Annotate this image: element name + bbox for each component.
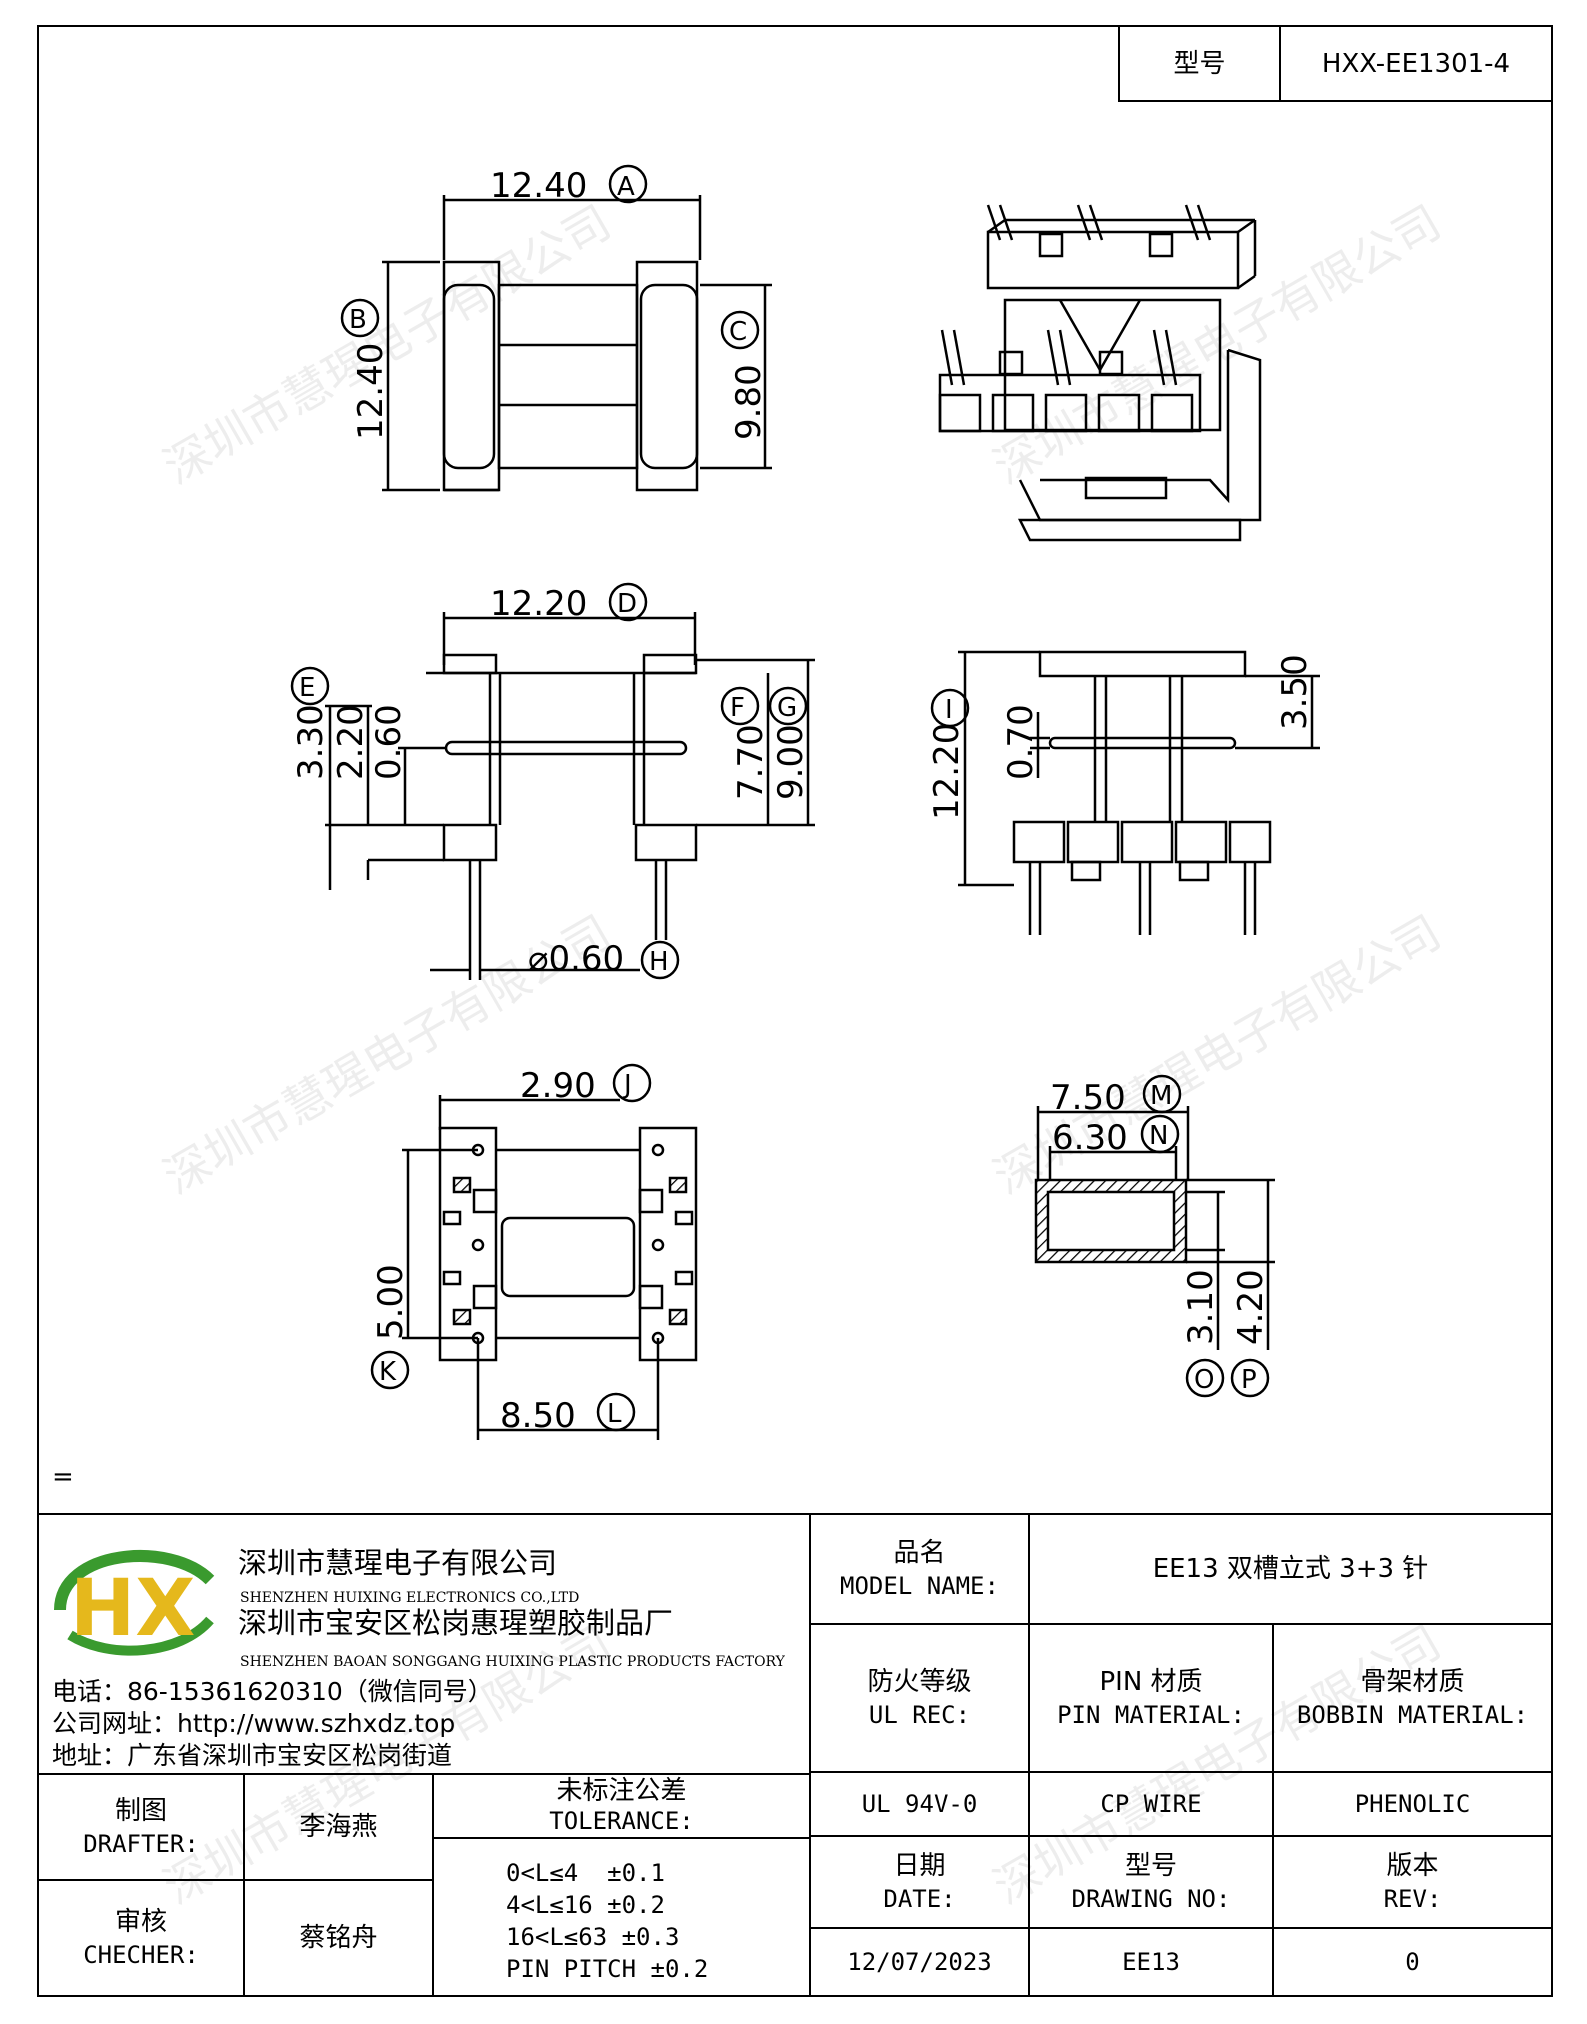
- bobbin-material-label-cn: 骨架材质: [1360, 1667, 1465, 1697]
- drawing-no-label-en: DRAWING NO:: [1071, 1885, 1231, 1913]
- pin-material-label-cn: PIN 材质: [1099, 1667, 1203, 1697]
- rev-label-cn: 版本: [1386, 1851, 1439, 1881]
- dim-m-value: 7.50: [1050, 1078, 1126, 1118]
- drafter-value: 李海燕: [243, 1773, 434, 1881]
- tolerance-label-cn: 未标注公差: [556, 1776, 687, 1806]
- ul-rec-label-cn: 防火等级: [867, 1667, 972, 1697]
- dim-f-letter: F: [730, 693, 745, 723]
- rev-value: 0: [1272, 1927, 1553, 1997]
- company-logo: HX: [50, 1540, 220, 1660]
- header-model-value: HXX-EE1301-4: [1279, 25, 1553, 102]
- technical-drawing: 12.40 A B 12.40 C 9.80: [52, 164, 1320, 1492]
- checker-label-en: CHECHER:: [83, 1941, 199, 1969]
- bobbin-material-value: PHENOLIC: [1272, 1771, 1553, 1837]
- date-label-cn: 日期: [893, 1851, 946, 1881]
- drawing-no-label-cell: 型号 DRAWING NO:: [1028, 1835, 1274, 1929]
- ul-rec-label-en: UL REC:: [868, 1701, 971, 1729]
- dim-a-value: 12.40: [490, 166, 587, 206]
- drafter-label-en: DRAFTER:: [83, 1830, 199, 1858]
- tolerance-label-en: TOLERANCE:: [549, 1807, 694, 1835]
- factory-name-en: SHENZHEN BAOAN SONGGANG HUIXING PLASTIC …: [240, 1654, 785, 1670]
- dim-d-letter: D: [617, 589, 637, 619]
- top-view: 12.40 A B 12.40 C 9.80: [340, 164, 772, 492]
- dim-k-letter: K: [379, 1357, 397, 1387]
- dim-d-value: 12.20: [490, 584, 587, 624]
- company-website: 公司网址：http://www.szhxdz.top: [52, 1709, 456, 1738]
- dim-h-letter: H: [649, 947, 669, 977]
- dim-o-value: 3.10: [1181, 1269, 1221, 1345]
- factory-name-cn: 深圳市宝安区松岗惠瑆塑胶制品厂: [238, 1606, 674, 1640]
- tolerance-lines-cell: 0<L≤4 ±0.1 4<L≤16 ±0.2 16<L≤63 ±0.3 PIN …: [432, 1837, 811, 1997]
- dim-n-letter: N: [1149, 1121, 1168, 1151]
- dim-k-value: 5.00: [371, 1264, 411, 1340]
- dim-f-value: 7.70: [731, 724, 771, 800]
- dim-e-value: 3.30: [291, 704, 331, 780]
- company-name-en: SHENZHEN HUIXING ELECTRONICS CO.,LTD: [240, 1590, 580, 1606]
- model-name-value: EE13 双槽立式 3+3 针: [1028, 1513, 1553, 1625]
- date-label-en: DATE:: [883, 1885, 956, 1913]
- dim-o-letter: O: [1194, 1365, 1214, 1395]
- dim-l-letter: L: [607, 1399, 622, 1429]
- ul-rec-label-cell: 防火等级 UL REC:: [809, 1623, 1030, 1773]
- dim-e2-value: 2.20: [331, 704, 371, 780]
- dim-g-letter: G: [777, 693, 797, 723]
- dim-e3-value: 0.60: [369, 704, 409, 780]
- dim-i3-value: 3.50: [1275, 654, 1315, 730]
- dim-b-value: 12.40: [351, 343, 391, 440]
- dim-g-value: 9.00: [771, 724, 811, 800]
- company-address: 地址：广东省深圳市宝安区松岗街道: [52, 1741, 453, 1770]
- bobbin-material-label-cell: 骨架材质 BOBBIN MATERIAL:: [1272, 1623, 1553, 1773]
- drawing-no-value: EE13: [1028, 1927, 1274, 1997]
- dim-i-value: 12.20: [927, 723, 967, 820]
- tolerance-line: 16<L≤63 ±0.3: [506, 1923, 680, 1951]
- dim-i2-value: 0.70: [1001, 704, 1041, 780]
- dim-h-value: ⌀0.60: [528, 939, 624, 979]
- checker-label-cn: 审核: [114, 1907, 167, 1937]
- side-view: I 12.20 0.70 3.50: [927, 650, 1320, 935]
- tolerance-line: 0<L≤4 ±0.1: [506, 1859, 665, 1887]
- company-phone: 电话：86-15361620310（微信同号）: [52, 1677, 493, 1706]
- dim-l-value: 8.50: [500, 1396, 576, 1436]
- dim-p-letter: P: [1241, 1365, 1257, 1395]
- front-view: 12.20 D E 3.30 2.20 0.60: [290, 582, 815, 980]
- rev-label-en: REV:: [1383, 1885, 1442, 1913]
- cross-section-view: 7.50 M 6.30 N 3.10 4.20 O P: [1034, 1074, 1275, 1398]
- drawing-no-label-cn: 型号: [1124, 1851, 1177, 1881]
- model-name-label-en: MODEL NAME:: [840, 1572, 999, 1600]
- dim-m-letter: M: [1150, 1081, 1172, 1111]
- rev-label-cell: 版本 REV:: [1272, 1835, 1553, 1929]
- model-name-label-cn: 品名: [893, 1538, 946, 1568]
- tolerance-label-cell: 未标注公差 TOLERANCE:: [432, 1773, 811, 1839]
- dim-p-value: 4.20: [1231, 1269, 1271, 1345]
- dim-c-value: 9.80: [729, 364, 769, 440]
- title-block: [37, 1513, 1553, 1997]
- pin-material-value: CP WIRE: [1028, 1771, 1274, 1837]
- dim-e-letter: E: [299, 673, 315, 703]
- ul-rec-value: UL 94V-0: [809, 1771, 1030, 1837]
- model-name-label-cell: 品名 MODEL NAME:: [809, 1513, 1030, 1625]
- bottom-view: 2.90 J 5.00 K 8.50: [370, 1063, 698, 1440]
- dim-a-letter: A: [617, 172, 635, 202]
- dim-i-letter: I: [945, 695, 953, 725]
- company-name-cn: 深圳市慧瑆电子有限公司: [238, 1546, 558, 1580]
- date-value: 12/07/2023: [809, 1927, 1030, 1997]
- date-label-cell: 日期 DATE:: [809, 1835, 1030, 1929]
- dim-j-letter: J: [622, 1070, 632, 1100]
- checker-value: 蔡铭舟: [243, 1879, 434, 1997]
- equals-mark: =: [52, 1462, 74, 1492]
- dim-c-letter: C: [729, 317, 747, 347]
- dim-j-value: 2.90: [520, 1066, 596, 1106]
- pin-material-label-en: PIN MATERIAL:: [1057, 1701, 1245, 1729]
- checker-label-cell: 审核 CHECHER:: [37, 1879, 245, 1997]
- drafter-label-cn: 制图: [114, 1796, 167, 1826]
- pin-material-label-cell: PIN 材质 PIN MATERIAL:: [1028, 1623, 1274, 1773]
- bobbin-material-label-en: BOBBIN MATERIAL:: [1296, 1701, 1529, 1729]
- tolerance-line: 4<L≤16 ±0.2: [506, 1891, 665, 1919]
- dim-n-value: 6.30: [1052, 1118, 1128, 1158]
- dim-b-letter: B: [349, 305, 367, 335]
- isometric-view: [938, 204, 1262, 542]
- drafter-label-cell: 制图 DRAFTER:: [37, 1773, 245, 1881]
- logo-text: HX: [70, 1564, 195, 1654]
- tolerance-line: PIN PITCH ±0.2: [506, 1955, 709, 1983]
